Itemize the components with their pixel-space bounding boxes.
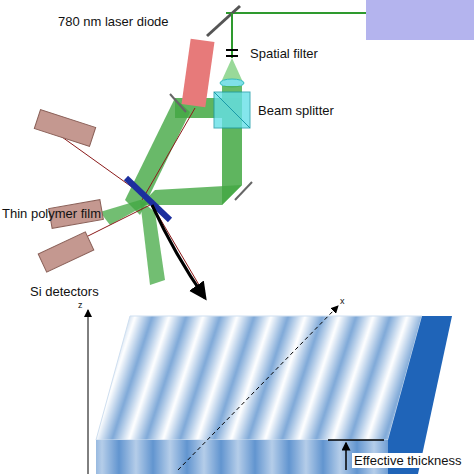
lens <box>220 79 244 87</box>
grating-side <box>388 316 452 474</box>
spatial-filter <box>226 49 238 51</box>
thickness-arrow <box>345 443 347 470</box>
label: Thin polymer film <box>2 206 101 221</box>
mirror <box>235 182 252 200</box>
thickness-line <box>328 439 384 441</box>
probe-beam <box>142 108 195 200</box>
spatial-filter <box>226 55 238 57</box>
axis-label: x <box>340 296 345 306</box>
grating-front <box>96 440 388 474</box>
laser-source <box>366 0 474 40</box>
axis-label: z <box>78 300 83 310</box>
z-axis <box>88 310 89 474</box>
beam <box>226 12 366 14</box>
label: Effective thickness <box>352 453 463 468</box>
zoom-arrow <box>152 205 205 298</box>
mirror <box>207 6 240 36</box>
beam-splitter <box>214 92 250 128</box>
label: Spatial filter <box>250 46 318 61</box>
beam <box>231 13 233 58</box>
grating-top <box>96 316 422 440</box>
x-axis <box>178 306 338 470</box>
si-detector <box>34 110 95 147</box>
label: Si detectors <box>30 284 99 299</box>
beam-splitter <box>214 92 250 128</box>
label: 780 nm laser diode <box>58 14 169 29</box>
label: Beam splitter <box>258 103 334 118</box>
si-detector <box>38 232 94 272</box>
laser-diode <box>182 39 215 108</box>
polymer-film <box>126 178 170 220</box>
beam <box>222 58 242 80</box>
